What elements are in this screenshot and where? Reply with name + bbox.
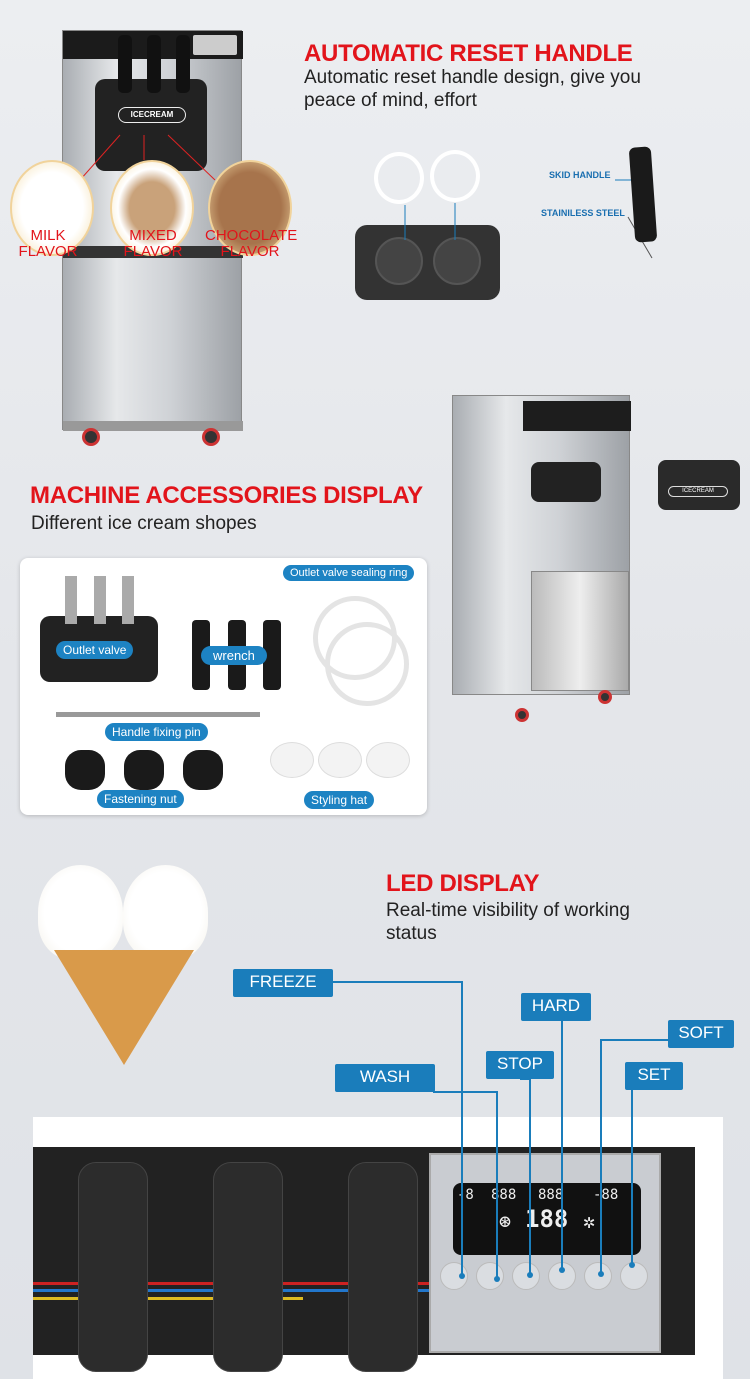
brand-badge: ICECREAM [668,486,728,497]
chocolate-cone-image [208,160,292,256]
flavor-line: FLAVOR [123,243,183,260]
stop-panel-button[interactable] [512,1262,540,1290]
seal-ring-icon [374,152,424,204]
wheel [202,428,220,446]
machine-side-image [452,395,631,695]
seal-ring-icon [430,150,480,202]
styling-hat-label: Styling hat [304,791,375,809]
fixing-pin-label: Handle fixing pin [105,723,208,741]
set-label: SET [625,1062,683,1090]
valve-cover-image [355,225,500,300]
flavor-line: MILK [30,227,66,244]
milk-cone-image [10,160,94,256]
led-digits: 888 [538,1187,564,1203]
section-subtitle-led: Real-time visibility of working status [386,900,630,944]
sealing-ring-image [325,622,409,706]
fixing-pin-image [56,712,260,717]
flavor-pointer-lines [79,134,216,181]
soft-label: SOFT [668,1020,734,1048]
fastening-nut-image [124,750,164,790]
fastening-nut-image [65,750,105,790]
fastening-nut-label: Fastening nut [97,790,184,808]
section-subtitle-reset-handle: Automatic reset handle design, give you … [304,67,641,111]
outlet-valve-label: Outlet valve [56,641,134,659]
brand-badge: ICECREAM [118,107,186,123]
accessories-panel: Outlet valve wrench Outlet valve sealing… [20,558,427,815]
wash-panel-button[interactable] [476,1262,504,1290]
wheel [82,428,100,446]
fastening-nut-image [183,750,223,790]
control-panel-image: -8 888 888 -88 188 ⊛ ✲ [33,1117,723,1379]
hard-label: HARD [521,993,591,1021]
sealing-ring-label: Outlet valve sealing ring [283,565,415,581]
snowflake-icon: ✲ [583,1209,596,1233]
flavor-line: FLAVOR [18,243,78,260]
wrench-label: wrench [201,646,267,665]
section-title-accessories: MACHINE ACCESSORIES DISPLAY [30,482,423,509]
section-title-reset-handle: AUTOMATIC RESET HANDLE [304,40,633,67]
wheel [598,690,612,704]
soft-panel-button[interactable] [584,1262,612,1290]
freeze-label: FREEZE [233,969,333,997]
styling-hat-image [318,742,362,778]
section-title-led: LED DISPLAY [386,870,540,897]
flavor-line: CHOCOLATE [205,227,298,244]
fan-icon: ⊛ [499,1209,512,1233]
valve-assembly-image: ICECREAM [658,460,740,510]
styling-hat-image [366,742,410,778]
stainless-steel-label: STAINILESS STEEL [541,208,625,218]
led-panel: -8 888 888 -88 188 ⊛ ✲ [429,1153,661,1353]
stop-label: STOP [486,1051,554,1079]
wheel [515,708,529,722]
flavor-line: MIXED [129,227,177,244]
styling-hat-image [270,742,314,778]
skid-handle-label: SKID HANDLE [549,170,611,180]
mixed-cone-image [110,160,194,256]
wash-label: WASH [335,1064,435,1092]
led-digits: -88 [593,1187,619,1203]
flavor-line: FLAVOR [220,243,280,260]
ice-cream-cone-image [38,865,210,1065]
section-subtitle-accessories: Different ice cream shopes [31,513,257,534]
